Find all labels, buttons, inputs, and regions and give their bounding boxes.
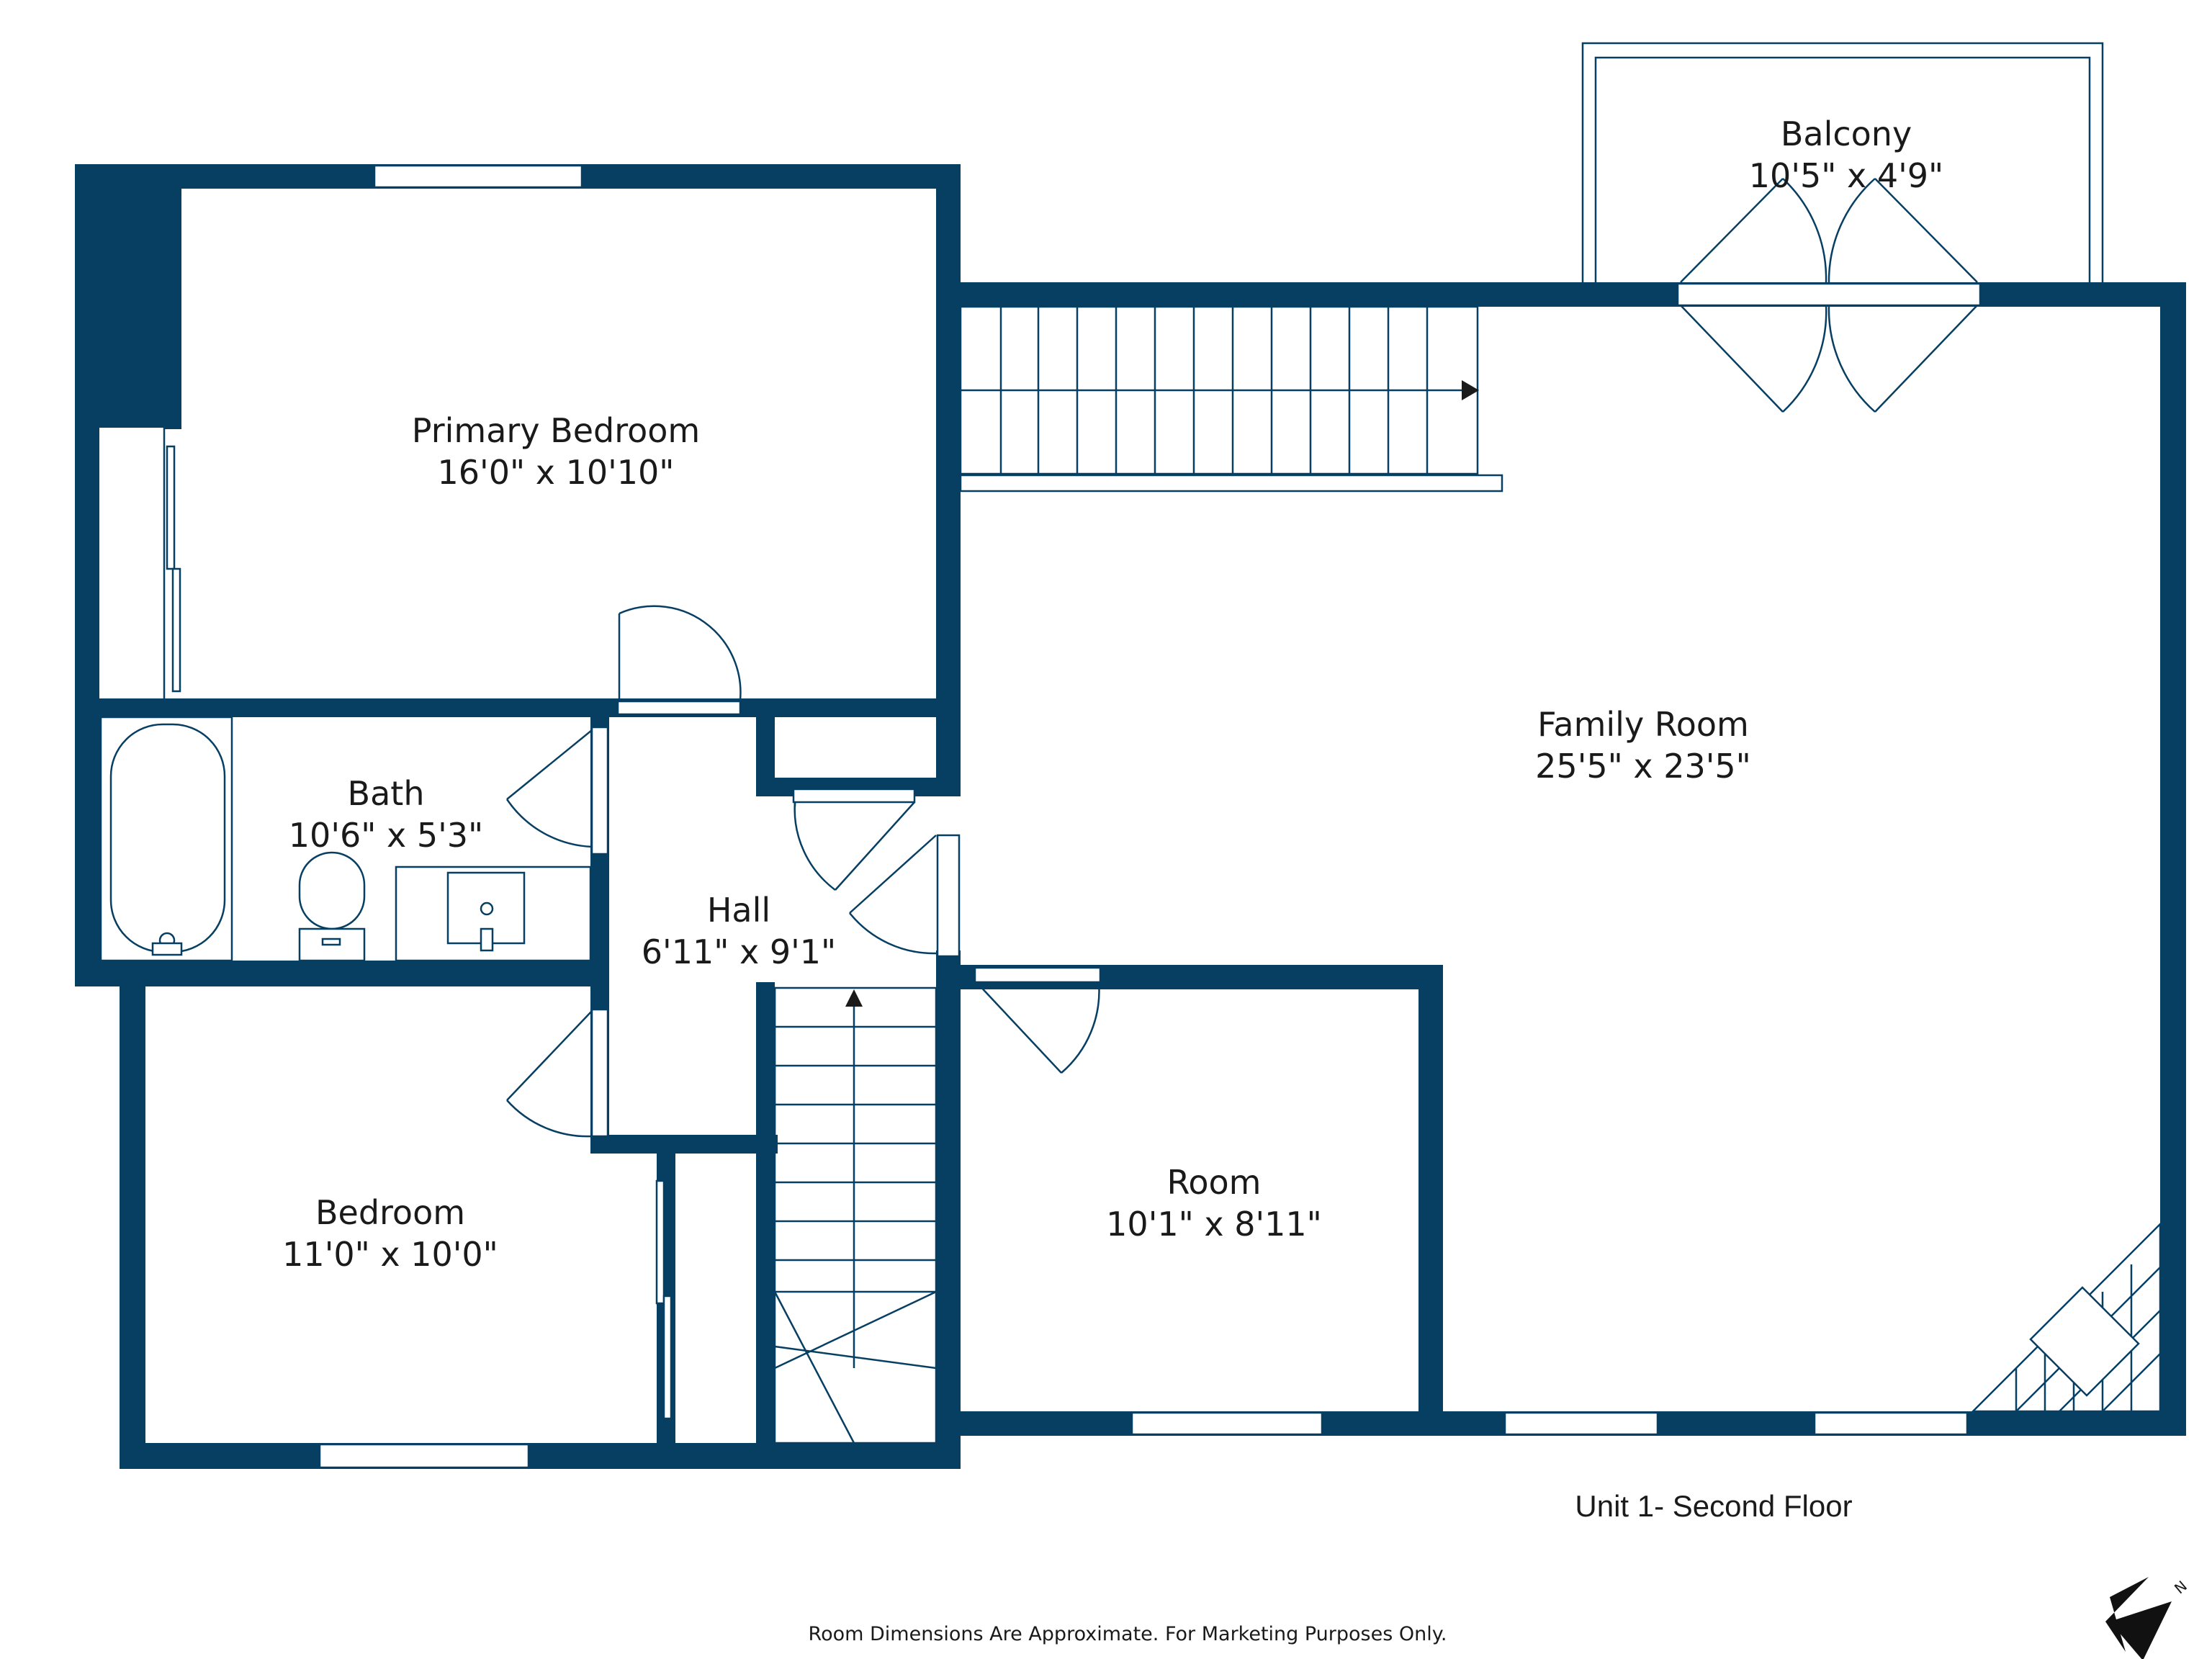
svg-text:Room: Room [1167, 1163, 1262, 1202]
fireplace [1970, 1221, 2162, 1413]
svg-text:10'1" x 8'11": 10'1" x 8'11" [1106, 1205, 1322, 1244]
floor-label: Unit 1- Second Floor [1575, 1489, 1852, 1523]
room-label-family-room: Family Room 25'5" x 23'5" [1535, 705, 1751, 786]
bedroom-closet [655, 1179, 673, 1420]
primary-closet [99, 428, 181, 698]
lower-stairs [757, 986, 938, 1444]
svg-text:11'0" x 10'0": 11'0" x 10'0" [282, 1235, 498, 1274]
room-label-balcony: Balcony 10'5" x 4'9" [1749, 114, 1943, 195]
svg-text:25'5" x 23'5": 25'5" x 23'5" [1535, 747, 1751, 786]
bath-fixtures [99, 716, 592, 962]
svg-text:Bedroom: Bedroom [315, 1193, 465, 1232]
svg-text:Balcony: Balcony [1781, 114, 1912, 153]
disclaimer-text: Room Dimensions Are Approximate. For Mar… [809, 1623, 1447, 1645]
svg-text:10'5" x 4'9": 10'5" x 4'9" [1749, 156, 1943, 195]
svg-text:6'11" x 9'1": 6'11" x 9'1" [642, 932, 836, 971]
room-label-bedroom: Bedroom 11'0" x 10'0" [282, 1193, 498, 1274]
upper-stairs [959, 305, 1503, 493]
room-label-room: Room 10'1" x 8'11" [1106, 1163, 1322, 1244]
doors [505, 178, 1978, 1138]
room-label-primary-bedroom: Primary Bedroom 16'0" x 10'10" [412, 411, 700, 492]
svg-text:16'0" x 10'10": 16'0" x 10'10" [438, 453, 675, 492]
compass-letter: N [2171, 1577, 2190, 1597]
svg-text:10'6" x 5'3": 10'6" x 5'3" [289, 816, 483, 855]
svg-text:Bath: Bath [348, 774, 425, 813]
room-label-bath: Bath 10'6" x 5'3" [289, 774, 483, 855]
windows [318, 164, 1982, 1469]
svg-text:Family Room: Family Room [1537, 705, 1749, 744]
north-arrow-icon: N [2105, 1577, 2190, 1659]
svg-text:Hall: Hall [707, 891, 770, 930]
svg-text:Primary Bedroom: Primary Bedroom [412, 411, 700, 450]
room-label-hall: Hall 6'11" x 9'1" [642, 891, 836, 971]
